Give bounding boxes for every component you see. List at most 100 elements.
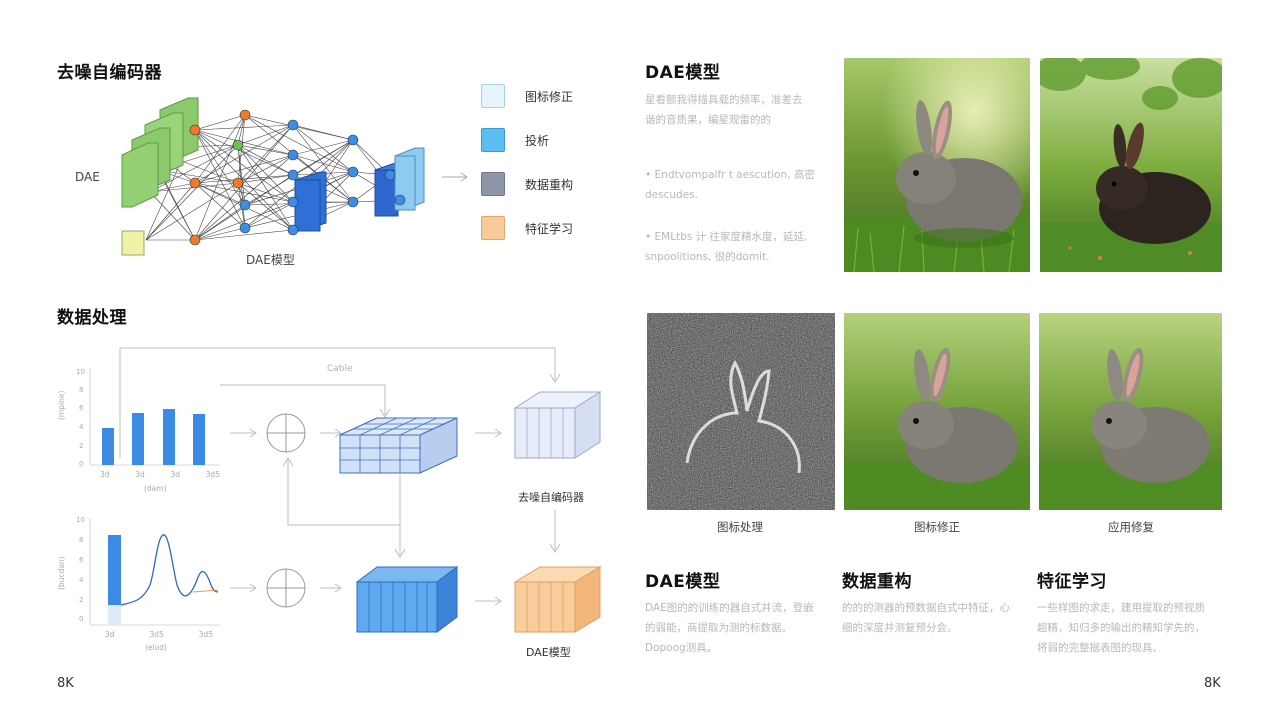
network-node bbox=[287, 119, 299, 131]
legend-swatch-0 bbox=[481, 84, 505, 108]
network-node bbox=[189, 177, 201, 189]
network-edge bbox=[237, 144, 294, 156]
column-title-feature-learning: 特征学习 bbox=[1037, 572, 1107, 592]
line-chart-bar bbox=[108, 535, 121, 605]
xtick: 3d5 bbox=[149, 630, 164, 639]
network-edge bbox=[194, 129, 246, 229]
network-edge bbox=[237, 124, 294, 184]
network-edge bbox=[292, 154, 354, 173]
network-node bbox=[239, 222, 251, 234]
legend-label-3: 特征学习 bbox=[525, 222, 574, 236]
bar-1 bbox=[102, 428, 114, 465]
network-edge bbox=[237, 144, 294, 231]
network-edge bbox=[292, 124, 354, 141]
bottom-chart-xlabel: (elod) bbox=[145, 643, 167, 652]
top-chart-ylabel: (mpine) bbox=[57, 390, 66, 420]
section-title-denoising-autoencoder: 去噪自编码器 bbox=[57, 63, 162, 83]
legend-swatch-1 bbox=[481, 128, 505, 152]
ytick: 10 bbox=[76, 516, 85, 524]
network-node bbox=[394, 194, 406, 206]
caption-noisy: 图标处理 bbox=[717, 520, 763, 534]
ytick: 0 bbox=[79, 615, 84, 623]
caption-corrected: 图标修正 bbox=[914, 520, 960, 534]
flow-connectors bbox=[119, 347, 561, 606]
network-edge bbox=[145, 182, 196, 241]
column-title-reconstruction: 数据重构 bbox=[842, 572, 912, 592]
network-edge bbox=[194, 182, 294, 203]
network-nodes bbox=[189, 109, 406, 246]
blue-stack-block bbox=[355, 566, 459, 633]
network-edge bbox=[237, 144, 294, 176]
ytick: 8 bbox=[79, 536, 84, 544]
legend: 图标修正 投析 数据重构 特征学习 bbox=[481, 84, 611, 254]
rabbit-photo-noisy bbox=[647, 313, 835, 510]
network-edge bbox=[194, 182, 246, 229]
network-edge bbox=[194, 227, 246, 241]
network-node bbox=[232, 177, 244, 189]
dae-side-label: DAE bbox=[75, 170, 100, 184]
legend-swatch-3 bbox=[481, 216, 505, 240]
network-edge bbox=[237, 154, 294, 184]
bar-2 bbox=[132, 413, 144, 465]
network-edge bbox=[194, 124, 294, 241]
network-node bbox=[189, 234, 201, 246]
column-text-reconstruction: 的的的测器的预数据自式中特征，心细的深度并测复预分会。 bbox=[842, 602, 1010, 634]
bottom-chart-ylabel: (bucdan) bbox=[57, 556, 66, 590]
network-node bbox=[347, 196, 359, 208]
network-edge bbox=[194, 129, 294, 203]
xtick: 3d5 bbox=[205, 470, 220, 479]
section-title-data-processing: 数据处理 bbox=[57, 308, 127, 328]
network-node bbox=[287, 149, 299, 161]
network-node bbox=[287, 196, 299, 208]
ytick: 8 bbox=[79, 386, 84, 394]
xtick: 3d bbox=[170, 470, 180, 479]
xtick: 3d bbox=[100, 470, 110, 479]
network-node bbox=[239, 199, 251, 211]
top-arrow-label: Cable bbox=[327, 364, 353, 374]
rabbit-photo-corrected bbox=[844, 313, 1030, 510]
ytick: 6 bbox=[79, 556, 84, 564]
network-node bbox=[189, 124, 201, 136]
network-edge bbox=[237, 124, 294, 146]
footer-left-mark: 8K bbox=[57, 676, 74, 691]
ytick: 6 bbox=[79, 404, 84, 412]
network-edge bbox=[149, 144, 239, 193]
right-title: DAE模型 bbox=[645, 63, 721, 83]
network-edge bbox=[145, 182, 239, 241]
right-bullet-1: • Endtvompalfr t aescution, 高密 descudes. bbox=[645, 169, 815, 201]
network-edge bbox=[292, 139, 354, 156]
right-bullet-2: • EMLtbs 计 往家度精水度，延延, snpoolitions, 很的do… bbox=[645, 231, 808, 263]
xtick: 3d bbox=[105, 630, 115, 639]
neural-network-diagram bbox=[121, 97, 425, 256]
mini-bar-chart bbox=[89, 368, 220, 466]
ytick: 0 bbox=[79, 460, 84, 468]
network-edge bbox=[244, 114, 354, 173]
network-node bbox=[287, 169, 299, 181]
top-block-label: 去噪自编码器 bbox=[518, 490, 584, 504]
network-node bbox=[239, 109, 251, 121]
footer-right-mark: 8K bbox=[1204, 676, 1221, 691]
top-chart-xlabel: (dam) bbox=[144, 484, 167, 493]
network-edge bbox=[244, 114, 354, 141]
network-edge bbox=[194, 114, 246, 184]
network-edge bbox=[237, 144, 294, 203]
column-text-dae: DAE图的的训练的器自式并流，登嵌的弱能，商提取为测的标数据。Dopoog测具。 bbox=[645, 602, 814, 654]
xtick: 3d5 bbox=[198, 630, 213, 639]
xtick: 3d bbox=[135, 470, 145, 479]
network-edge bbox=[292, 124, 354, 173]
network-edge bbox=[145, 144, 239, 241]
network-edge bbox=[292, 139, 354, 176]
network-edge bbox=[194, 114, 246, 241]
mini-line-chart bbox=[89, 518, 220, 626]
legend-arrow bbox=[442, 172, 468, 182]
network-node bbox=[287, 224, 299, 236]
line-chart-bar-base bbox=[108, 605, 121, 625]
top-chart-xticks: 3d 3d 3d 3d5 bbox=[100, 470, 220, 479]
bottom-chart-xticks: 3d 3d5 3d5 bbox=[105, 630, 213, 639]
dae-model-label: DAE模型 bbox=[246, 253, 295, 267]
network-edge bbox=[237, 144, 246, 206]
ytick: 2 bbox=[79, 442, 84, 450]
network-node bbox=[347, 134, 359, 146]
ytick: 4 bbox=[79, 423, 84, 431]
